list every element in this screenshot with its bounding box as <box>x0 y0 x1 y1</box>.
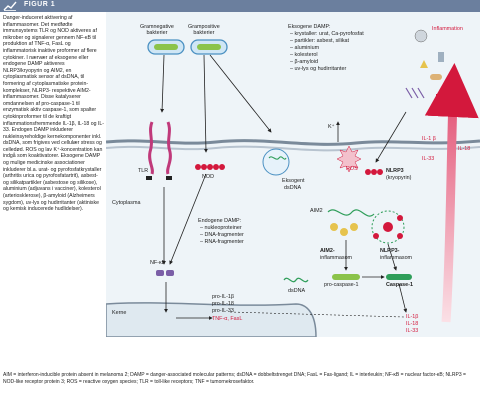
nlrp3-kryopyrin-sublabel: (kryopyrin) <box>386 175 412 181</box>
cytoplasma-label: Cytoplasma <box>112 200 141 206</box>
tnf-fasl-label: TNF-α, FasL <box>212 316 243 322</box>
ros-label: ROS <box>346 166 358 172</box>
nlrp3-kryopyrin-label: NLRP3 <box>386 168 404 174</box>
aim2-inflammasome-label: AIM2- <box>320 248 335 254</box>
abbreviations-footer: AIM = interferon-inducible protein absen… <box>3 372 466 385</box>
gram-negative-label: Gramnegative bakterier <box>140 24 174 37</box>
caspase-icon <box>386 274 412 280</box>
aim2-inflammasome-sublabel: inflammasom <box>320 255 353 261</box>
il1b-label: IL-1 β <box>422 136 436 142</box>
exogenous-dsdna-label: Eksogent <box>282 178 305 184</box>
aim2-label: AIM2 <box>310 208 323 214</box>
pro-il18-label: pro-IL-18 <box>212 301 234 307</box>
exogenous-damp-item: – uv-lys og hudirritanter <box>290 66 347 72</box>
exogenous-damp-item: – aluminium <box>290 45 320 51</box>
description-paragraph: Danger-induceret aktivering af inflammas… <box>3 15 105 213</box>
gram-negative-bacterium-icon <box>147 39 185 55</box>
inflammasome-diagram: Gramnegative bakterier Grampositive bakt… <box>106 12 480 337</box>
inflammation-label: Inflammation <box>432 26 463 32</box>
cell-membrane <box>106 139 480 146</box>
kerne-label: Kerne <box>112 310 127 316</box>
ros-icon <box>336 145 362 173</box>
k-plus-label: K⁺ <box>328 124 335 130</box>
tlr-label: TLR <box>138 168 149 174</box>
il18-label: IL-18 <box>458 146 471 152</box>
inflammation-arrow <box>424 63 479 323</box>
diagram-canvas <box>106 29 480 337</box>
dsdna-strand <box>283 277 309 283</box>
damp-crystal-icons <box>405 29 444 102</box>
pro-caspase-label: pro-caspase-1 <box>324 282 359 288</box>
phagosome-icon <box>262 148 290 176</box>
figure-title: FIGUR 1 <box>24 1 56 8</box>
exogenous-damp-item: – β-amyloid <box>290 59 318 65</box>
dsdna-label: dsDNA <box>288 288 306 294</box>
chart-logo-icon <box>3 1 17 11</box>
exogenous-damp-item: – partikler: asbest, silikat <box>290 38 350 44</box>
aim2-inflammasome-icon <box>327 209 375 236</box>
pro-caspase-icon <box>332 274 360 280</box>
figure-description: Danger-induceret aktivering af inflammas… <box>3 15 105 213</box>
endogenous-damp-item: – RNA-fragmenter <box>200 239 244 245</box>
endogenous-damp-item: – nukleoproteiner <box>200 225 242 231</box>
nlrp3-inflammasome-sublabel: inflammasom <box>380 255 413 261</box>
exogenous-dsdna-sublabel: dsDNA <box>284 185 302 191</box>
nod-label: NOD <box>202 174 214 180</box>
tlr-receptor-icon <box>146 121 172 180</box>
nlrp3-kryopyrin-icon <box>365 169 383 175</box>
nucleus <box>106 302 317 337</box>
exogenous-damp-title: Eksogene DAMP: <box>288 24 331 30</box>
nfkb-icon <box>156 270 174 276</box>
pro-il1b-label: pro-IL-1β <box>212 294 234 300</box>
endogenous-damp-title: Endogene DAMP: <box>198 218 242 224</box>
pro-il33-label: pro-IL-33 <box>212 308 234 314</box>
figure-header: FIGUR 1 <box>0 0 480 12</box>
nlrp3-inflammasome-label: NLRP3- <box>380 248 400 254</box>
nlrp3-inflammasome-icon <box>371 210 405 244</box>
gram-positive-label: Grampositive bakterier <box>188 24 220 37</box>
out-il33-label: IL-33 <box>406 328 419 334</box>
nod-receptor-icon <box>195 164 225 170</box>
nfkb-label: NF-κB <box>150 260 166 266</box>
exogenous-damp-item: – krystaller: urat, Ca-pyrofosfat <box>290 31 364 37</box>
out-il1b-label: IL-1β <box>406 314 419 320</box>
gram-positive-bacterium-icon <box>190 39 228 55</box>
il33-label: IL-33 <box>422 156 435 162</box>
caspase-label: Caspase-1 <box>386 282 413 288</box>
out-il18-label: IL-18 <box>406 321 419 327</box>
exogenous-damp-item: – kolesterol <box>290 52 318 58</box>
endogenous-damp-item: – DNA-fragmenter <box>200 232 244 238</box>
